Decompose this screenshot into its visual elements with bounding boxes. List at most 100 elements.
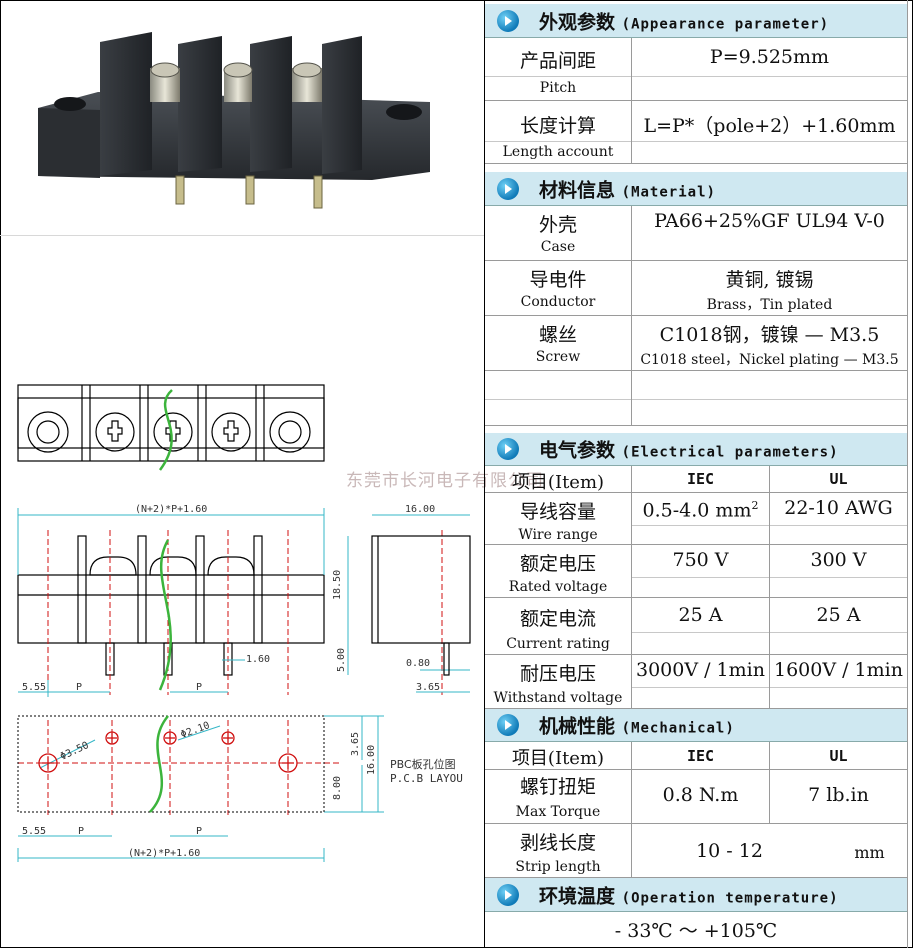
- dim-side-offset: 3.65: [416, 682, 440, 693]
- arrow-icon: [497, 883, 519, 906]
- current-row: 额定电流 Current rating 25 A 25 A: [485, 598, 907, 655]
- wire-iec-sup: 2: [751, 499, 759, 512]
- blank-row: [485, 371, 907, 426]
- item-label: 项目(Item): [511, 472, 605, 493]
- dim-p1: P: [76, 682, 82, 693]
- conductor-row: 导电件 Conductor 黄铜, 镀锡 Brass，Tin plated: [485, 261, 907, 316]
- product-photo: [38, 32, 430, 209]
- arrow-icon: [497, 177, 519, 200]
- dim-pin-length: 5.00: [336, 648, 347, 672]
- pitch-label-en: Pitch: [539, 80, 577, 96]
- pitch-label-cn: 产品间距: [519, 50, 596, 72]
- pcb-label-cn: PBC板孔位图: [390, 757, 456, 771]
- voltage-row: 额定电压 Rated voltage 750 V 300 V: [485, 545, 907, 598]
- section-title-cn: 外观参数: [539, 11, 616, 33]
- case-label-en: Case: [540, 239, 576, 255]
- hole-small-label: Φ2.10: [179, 720, 211, 741]
- spec-table: 外观参数 (Appearance parameter) 产品间距 Pitch P…: [485, 0, 913, 948]
- torque-ul: 7 lb.in: [808, 784, 869, 806]
- screw-label-en: Screw: [535, 349, 581, 365]
- section-title-en: (Electrical parameters): [621, 444, 839, 461]
- dim-p2: P: [196, 682, 202, 693]
- arrow-icon: [497, 714, 519, 736]
- wire-label-en: Wire range: [518, 527, 598, 543]
- item-label: 项目(Item): [511, 748, 605, 769]
- current-label-en: Current rating: [506, 636, 610, 652]
- length-label-en: Length account: [502, 144, 614, 160]
- voltage-ul: 300 V: [810, 549, 867, 571]
- withstand-label-en: Withstand voltage: [493, 690, 623, 706]
- electrical-header: 电气参数 (Electrical parameters): [485, 433, 907, 466]
- length-value: L=P*（pole+2）+1.60mm: [643, 115, 896, 137]
- col-iec: IEC: [686, 470, 715, 488]
- strip-row: 剥线长度 Strip length 10 - 12 mm: [485, 824, 907, 878]
- wire-iec: 0.5-4.0 mm: [642, 499, 752, 522]
- withstand-ul: 1600V / 1min: [774, 659, 903, 681]
- torque-row: 螺钉扭矩 Max Torque 0.8 N.m 7 lb.in: [485, 770, 907, 824]
- voltage-iec: 750 V: [672, 549, 729, 571]
- col-ul: UL: [829, 470, 848, 488]
- material-header: 材料信息 (Material): [485, 172, 907, 206]
- pcb-left-edge: 5.55: [22, 826, 46, 837]
- pitch-row: 产品间距 Pitch P=9.525mm: [485, 38, 907, 101]
- screw-label-cn: 螺丝: [538, 324, 577, 346]
- technical-drawing: (N+2)*P+1.60 16.00 18.50 5.00 1.60 0.80 …: [17, 384, 471, 862]
- pcb-p2: P: [196, 826, 202, 837]
- appearance-header: 外观参数 (Appearance parameter): [485, 4, 907, 38]
- conductor-value-en: Brass，Tin plated: [706, 297, 833, 313]
- current-iec: 25 A: [678, 604, 723, 626]
- section-title-cn: 机械性能: [539, 715, 616, 738]
- dim-left-edge: 5.55: [22, 682, 46, 693]
- arrow-icon: [497, 9, 519, 32]
- current-ul: 25 A: [816, 604, 861, 626]
- top-view: [17, 384, 325, 462]
- torque-iec: 0.8 N.m: [662, 784, 739, 806]
- pcb-dim-365: 3.65: [350, 732, 361, 756]
- dim-pin-width: 1.60: [246, 654, 270, 665]
- temperature-header: 环境温度 (Operation temperature): [485, 878, 907, 912]
- section-title-en: (Appearance parameter): [621, 16, 830, 32]
- pcb-overall: (N+2)*P+1.60: [128, 848, 200, 859]
- drawing-panel: (N+2)*P+1.60 16.00 18.50 5.00 1.60 0.80 …: [0, 32, 543, 862]
- withstand-row: 耐压电压 Withstand voltage 3000V / 1min 1600…: [485, 655, 907, 709]
- screw-row: 螺丝 Screw C1018钢，镀镍 — M3.5 C1018 steel，Ni…: [485, 316, 907, 371]
- section-title-en: (Mechanical): [621, 720, 735, 737]
- strip-label-en: Strip length: [515, 859, 601, 875]
- screw-value-en: C1018 steel，Nickel plating — M3.5: [640, 352, 899, 368]
- side-view: [371, 535, 471, 676]
- wire-ul: 22-10 AWG: [784, 497, 893, 519]
- wire-row: 导线容量 Wire range 0.5-4.0 mm2 22-10 AWG: [485, 493, 907, 545]
- hole-large-label: Φ3.50: [59, 740, 91, 763]
- col-iec: IEC: [686, 747, 715, 765]
- pcb-p1: P: [78, 826, 84, 837]
- withstand-label-cn: 耐压电压: [519, 663, 596, 685]
- case-row: 外壳 Case PA66+25%GF UL94 V-0: [485, 206, 907, 261]
- section-title-cn: 材料信息: [539, 179, 616, 201]
- section-title-en: (Material): [621, 184, 716, 200]
- torque-label-en: Max Torque: [515, 804, 601, 820]
- watermark: 东莞市长河电子有限公司: [346, 471, 544, 491]
- section-title-en: (Operation temperature): [621, 890, 839, 906]
- wire-label-cn: 导线容量: [519, 501, 596, 523]
- screw-value-cn: C1018钢，镀镍 — M3.5: [659, 324, 880, 346]
- col-ul: UL: [829, 747, 848, 765]
- strip-value: 10 - 12: [696, 840, 763, 862]
- voltage-label-en: Rated voltage: [508, 579, 608, 595]
- length-label-cn: 长度计算: [519, 115, 596, 137]
- pcb-label-en: P.C.B LAYOU: [390, 772, 463, 785]
- arrow-icon: [497, 438, 519, 460]
- dim-pin-thick: 0.80: [406, 658, 430, 669]
- section-title-cn: 环境温度: [539, 885, 616, 907]
- case-label-cn: 外壳: [538, 214, 577, 236]
- mechanical-header: 机械性能 (Mechanical): [485, 709, 907, 742]
- conductor-label-en: Conductor: [520, 294, 596, 310]
- table-right-border: [907, 0, 908, 948]
- voltage-label-cn: 额定电压: [519, 553, 596, 575]
- withstand-iec: 3000V / 1min: [636, 659, 765, 681]
- case-value: PA66+25%GF UL94 V-0: [654, 210, 885, 232]
- strip-label-cn: 剥线长度: [519, 832, 596, 854]
- pitch-value: P=9.525mm: [709, 46, 830, 68]
- dim-side-width: 16.00: [405, 504, 435, 515]
- electrical-col-header: 项目(Item) IEC UL: [485, 466, 907, 493]
- torque-label-cn: 螺钉扭矩: [519, 776, 596, 798]
